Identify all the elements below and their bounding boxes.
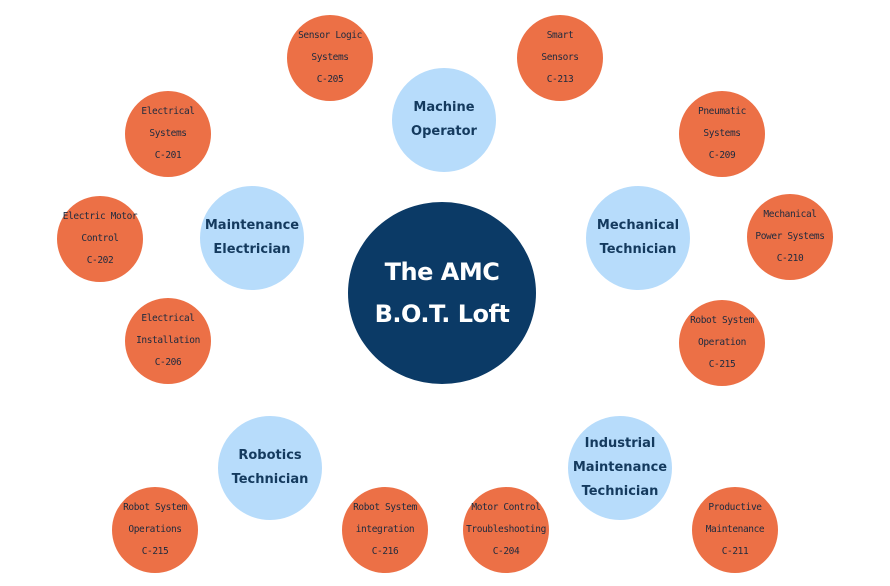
course-label-line: Troubleshooting <box>466 524 546 535</box>
course-c215-operation: Robot System Operation C-215 <box>677 298 767 388</box>
course-label-line: Maintenance <box>705 524 765 535</box>
course-code: C-216 <box>371 546 399 557</box>
course-code: C-213 <box>546 74 574 85</box>
role-label-line: Maintenance <box>572 460 668 475</box>
course-label-line: Productive <box>708 502 762 513</box>
course-label-line: Power Systems <box>755 231 825 242</box>
course-label-line: Systems <box>703 128 741 139</box>
role-industrial-maintenance-technician: Industrial Maintenance Technician <box>566 414 674 522</box>
center-title-line-2: B.O.T. Loft <box>374 300 510 328</box>
course-label-line: Electric Motor <box>62 211 138 222</box>
course-code: C-215 <box>708 359 736 370</box>
course-code: C-210 <box>776 253 804 264</box>
role-label-line: Mechanical <box>596 218 680 233</box>
course-label-line: Sensor Logic <box>298 30 362 41</box>
course-c210: Mechanical Power Systems C-210 <box>745 192 835 282</box>
course-c205: Sensor Logic Systems C-205 <box>285 13 375 103</box>
role-label-line: Industrial <box>584 436 656 451</box>
course-code: C-204 <box>492 546 520 557</box>
course-label-line: Systems <box>311 52 349 63</box>
course-label-line: Control <box>81 233 119 244</box>
course-label-line: Operations <box>128 524 182 535</box>
role-label-line: Operator <box>411 124 477 139</box>
course-code: C-201 <box>154 150 182 161</box>
course-label-line: Mechanical <box>763 209 817 220</box>
role-label-line: Electrician <box>213 242 291 257</box>
course-label-line: Robot System <box>353 502 417 513</box>
course-label-line: Installation <box>136 335 200 346</box>
course-c202: Electric Motor Control C-202 <box>55 194 145 284</box>
role-mechanical-technician: Mechanical Technician <box>584 184 692 292</box>
course-c204: Motor Control Troubleshooting C-204 <box>461 485 551 575</box>
course-code: C-209 <box>708 150 736 161</box>
course-label-line: Electrical <box>141 313 195 324</box>
course-c201: Electrical Systems C-201 <box>123 89 213 179</box>
center-hub: The AMC B.O.T. Loft <box>346 200 538 386</box>
course-label-line: Robot System <box>123 502 187 513</box>
course-label-line: Smart <box>546 30 574 41</box>
course-label-line: Motor Control <box>471 502 541 513</box>
role-label-line: Technician <box>581 484 659 499</box>
course-c213: Smart Sensors C-213 <box>515 13 605 103</box>
course-code: C-205 <box>316 74 344 85</box>
course-c216: Robot System integration C-216 <box>340 485 430 575</box>
course-c211: Productive Maintenance C-211 <box>690 485 780 575</box>
role-label-line: Technician <box>231 472 309 487</box>
course-label-line: Pneumatic <box>698 106 746 117</box>
role-label-line: Maintenance <box>204 218 300 233</box>
course-code: C-211 <box>721 546 749 557</box>
role-robotics-technician: Robotics Technician <box>216 414 324 522</box>
role-label-line: Robotics <box>238 448 302 463</box>
role-maintenance-electrician: Maintenance Electrician <box>198 184 306 292</box>
course-c209: Pneumatic Systems C-209 <box>677 89 767 179</box>
course-c215-operations: Robot System Operations C-215 <box>110 485 200 575</box>
course-label-line: Electrical <box>141 106 195 117</box>
course-label-line: Robot System <box>690 315 754 326</box>
course-label-line: Operation <box>698 337 746 348</box>
course-code: C-202 <box>86 255 114 266</box>
course-label-line: integration <box>355 524 415 535</box>
course-c206: Electrical Installation C-206 <box>123 296 213 386</box>
role-machine-operator: Machine Operator <box>390 66 498 174</box>
course-label-line: Systems <box>149 128 187 139</box>
center-title-line-1: The AMC <box>384 258 500 286</box>
course-label-line: Sensors <box>541 52 579 63</box>
course-code: C-206 <box>154 357 182 368</box>
role-label-line: Machine <box>413 100 475 115</box>
role-label-line: Technician <box>599 242 677 257</box>
course-code: C-215 <box>141 546 169 557</box>
